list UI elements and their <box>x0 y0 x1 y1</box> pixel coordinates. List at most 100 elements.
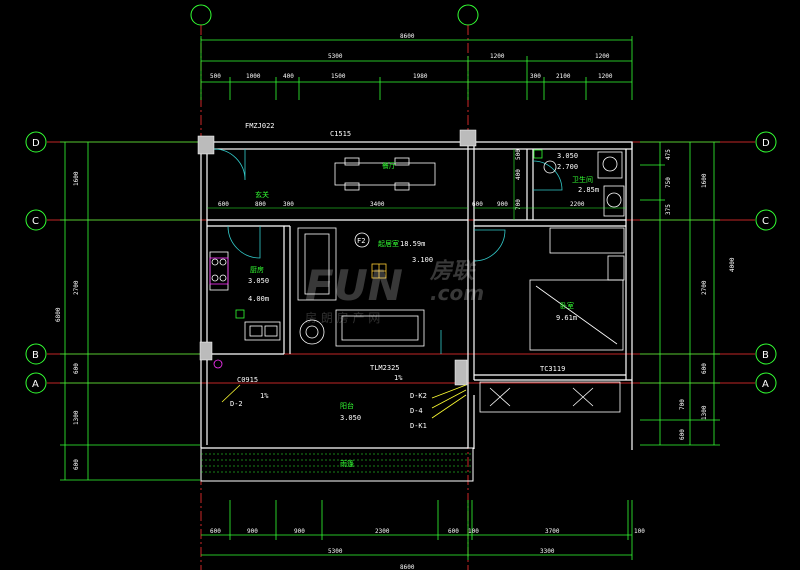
dim-top-5300: 5300 <box>328 53 343 60</box>
right-dimension-lines <box>640 141 720 446</box>
bottom-dimension-lines <box>201 500 633 560</box>
label-c1515: C1515 <box>330 130 351 138</box>
label-d2: D-2 <box>230 400 243 408</box>
dim-top-1000: 1000 <box>246 73 261 80</box>
dim-bot-5300: 5300 <box>328 548 343 555</box>
watermark-subtitle: 房 朗 房 产 网 <box>305 310 380 325</box>
furniture <box>209 151 625 413</box>
f2-marker <box>354 232 370 248</box>
dim-inner-500: 500 <box>515 149 522 160</box>
dim-overall-top: 8600 <box>400 33 415 40</box>
label-tc3119: TC3119 <box>540 365 565 373</box>
dim-inner-2200: 2200 <box>570 201 585 208</box>
label-tlm2325: TLM2325 <box>370 364 400 372</box>
dim-top-500: 500 <box>210 73 221 80</box>
dim-right-2700: 2700 <box>701 280 708 295</box>
axis-label-b-right: B <box>762 350 769 361</box>
dim-inner-600b: 600 <box>472 201 483 208</box>
dim-inner-900: 900 <box>497 201 508 208</box>
room-kitchen: 厨房 <box>250 265 264 274</box>
dim-right-700: 700 <box>679 399 686 410</box>
dim-bot-2300: 2300 <box>375 528 390 535</box>
dim-top-400: 400 <box>283 73 294 80</box>
dim-bot-100: 100 <box>468 528 479 535</box>
dim-inner-400: 400 <box>515 169 522 180</box>
dim-overall-bottom: 8600 <box>400 564 415 570</box>
axis-label-c-right: C <box>762 216 769 227</box>
label-dk1: D-K1 <box>410 422 427 430</box>
top-dimension-lines <box>200 36 633 100</box>
dim-inner-600: 600 <box>218 201 229 208</box>
label-pct1: 1% <box>260 392 269 400</box>
walls <box>200 141 633 450</box>
dim-bot-3300: 3300 <box>540 548 555 555</box>
label-bath-level: 3.050 <box>557 152 578 160</box>
dim-right-600: 600 <box>701 363 708 374</box>
dim-right-1600: 1600 <box>701 173 708 188</box>
inner-dim-lines <box>207 149 626 220</box>
dim-left-600: 600 <box>73 363 80 374</box>
room-entry: 玄关 <box>255 190 269 199</box>
accent-marks <box>209 149 543 369</box>
leader-lines <box>221 384 467 419</box>
dim-bot-600b: 600 <box>448 528 459 535</box>
label-fmzj022: FMZJ022 <box>245 122 275 130</box>
label-pct2: 1% <box>394 374 403 382</box>
dim-top-1980: 1980 <box>413 73 428 80</box>
left-dimension-lines <box>60 141 200 481</box>
label-living-level: 3.100 <box>412 256 433 264</box>
living-center-icon <box>371 263 387 279</box>
dim-right-1300: 1300 <box>701 405 708 420</box>
watermark-logo-cn: 房联 <box>429 259 477 284</box>
label-kitchen-level: 3.050 <box>248 277 269 285</box>
dim-top-1200b: 1200 <box>595 53 610 60</box>
room-dining: 餐厅 <box>382 161 396 170</box>
dim-bot-600: 600 <box>210 528 221 535</box>
columns <box>197 129 477 386</box>
dim-bot-900a: 900 <box>247 528 258 535</box>
dim-right-750: 750 <box>665 177 672 188</box>
dim-bot-3700: 3700 <box>545 528 560 535</box>
rain-canopy <box>200 447 474 482</box>
dim-left-1600: 1600 <box>73 171 80 186</box>
dim-left-1300: 1300 <box>73 410 80 425</box>
dim-inner-3400: 3400 <box>370 201 385 208</box>
dim-left-2700: 2700 <box>73 280 80 295</box>
dim-top-2100: 2100 <box>556 73 571 80</box>
room-bedroom: 卧室 <box>560 301 574 310</box>
dim-left-600b: 600 <box>73 459 80 470</box>
watermark: FUN 房联 .com 房 朗 房 产 网 <box>305 259 484 325</box>
dim-top-300: 300 <box>530 73 541 80</box>
label-balcony-level: 3.050 <box>340 414 361 422</box>
label-bed-area: 9.61m <box>556 314 577 322</box>
dim-inner-800: 800 <box>255 201 266 208</box>
dim-top-1200a: 1200 <box>490 53 505 60</box>
door-swings <box>213 148 563 354</box>
label-kitchen-area: 4.00m <box>248 295 269 303</box>
dim-right-4000: 4000 <box>729 257 736 272</box>
axis-label-b-left: B <box>32 350 39 361</box>
axis-label-a-left: A <box>32 379 39 390</box>
dim-top-1500: 1500 <box>331 73 346 80</box>
label-c0915: C0915 <box>237 376 258 384</box>
dim-bot-900b: 900 <box>294 528 305 535</box>
room-bath: 卫生间 <box>572 175 593 184</box>
dim-top-1200c: 1200 <box>598 73 613 80</box>
axis-label-a-right: A <box>762 379 769 390</box>
dim-right-475: 475 <box>665 149 672 160</box>
label-living-area: 18.59m <box>400 240 425 248</box>
axis-label-d-right: D <box>762 138 770 149</box>
label-rain-canopy: 雨篷 <box>340 459 354 468</box>
dim-bot-100b: 100 <box>634 528 645 535</box>
label-d4: D-4 <box>410 407 423 415</box>
room-balcony: 阳台 <box>340 401 354 410</box>
watermark-dotcom: .com <box>430 281 484 305</box>
axis-label-c-left: C <box>32 216 39 227</box>
label-bath-area: 2.85m <box>578 186 599 194</box>
axis-label-d-left: D <box>32 138 40 149</box>
dim-inner-700: 700 <box>515 199 522 210</box>
dim-right-375: 375 <box>665 204 672 215</box>
dim-right-600b: 600 <box>679 429 686 440</box>
label-f2: F2 <box>357 237 365 245</box>
